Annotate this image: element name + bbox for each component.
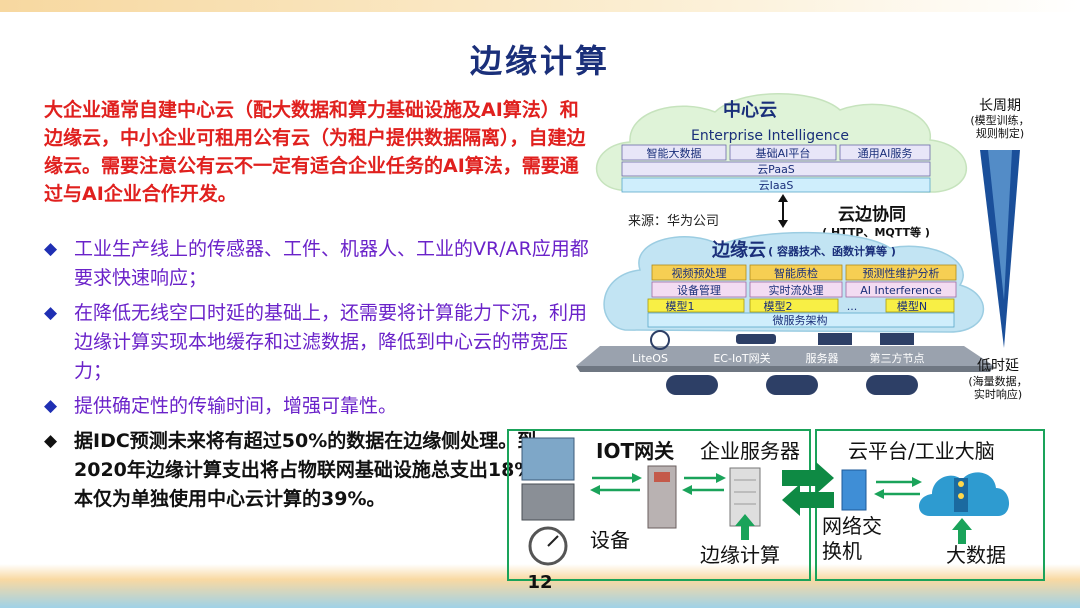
long-cycle-note: 规则制定) [976,126,1024,140]
latency-gradient-wedge [980,150,1020,348]
edge-mgmt-label: AI Interference [860,284,942,297]
iot-gateway-label: IOT网关 [596,439,674,463]
center-cloud-subtitle: Enterprise Intelligence [691,128,849,144]
enterprise-server-label: 企业服务器 [700,439,800,463]
sync-protocol: ( HTTP、MQTT等 ) [822,225,930,239]
tool-device-icon [766,375,818,395]
bullet-text: 据IDC预测未来将有超过50%的数据在边缘侧处理。到2020年边缘计算支出将占物… [74,430,572,510]
diamond-bullet-icon: ◆ [44,303,58,323]
edge-service-box [845,264,957,281]
network-switch-label: 网络交 [822,514,882,538]
model-box [885,298,955,313]
iaas-label: 云IaaS [759,179,794,192]
bullet-text: 工业生产线上的传感器、工件、机器人、工业的VR/AR应用都要求快速响应； [74,238,589,289]
model-ellipsis: ... [847,300,858,313]
center-cloud-title: 中心云 [723,99,777,121]
platform-label: 服务器 [806,352,839,365]
platform-label: 第三方节点 [870,351,925,365]
up-arrow-icon [735,514,755,540]
center-cloud-item: 通用AI服务 [858,147,913,160]
cloud-brain-icon [918,472,1010,516]
edge-cloud-note: ( 容器技术、函数计算等 ) [768,244,896,258]
center-cloud-box [839,144,931,161]
edge-cloud [603,231,985,333]
model-label: 模型1 [666,299,695,313]
microservice-label: 微服务架构 [773,313,828,327]
center-cloud-item: 智能大数据 [647,146,702,160]
edge-cloud-title: 边缘云 [711,240,766,261]
exchange-arrow-icon [782,462,834,516]
low-latency-title: 低时延 [977,358,1019,374]
low-latency-note: 实时响应) [974,387,1022,401]
bidirectional-arrow-icon [590,473,642,495]
edge-mgmt-box [845,281,957,298]
third-party-node-icon [880,333,914,345]
platform-label: LiteOS [632,352,668,365]
gauge-icon [528,526,568,566]
center-cloud-box [621,144,727,161]
sync-arrow-icon [778,220,788,228]
device-label: 设备 [590,528,630,552]
device-platform [576,346,994,366]
paas-label: 云PaaS [757,163,795,176]
bullet-item: ◆ 工业生产线上的传感器、工件、机器人、工业的VR/AR应用都要求快速响应； [44,235,589,293]
network-switch-label: 换机 [822,539,862,563]
bullet-text: 提供确定性的传输时间，增强可靠性。 [74,395,398,417]
cloud-brain-label: 云平台/工业大脑 [848,439,995,463]
model-label: 模型2 [764,299,793,313]
bidirectional-arrow-icon [874,477,922,499]
edge-mgmt-label: 设备管理 [677,283,721,297]
paas-box [621,161,931,177]
edge-service-box [651,264,747,281]
intro-paragraph: 大企业通常自建中心云（配大数据和算力基础设施及AI算法）和边缘云，中小企业可租用… [44,99,586,205]
edge-service-label: 智能质检 [774,266,818,280]
edge-service-box [749,264,843,281]
center-cloud-item: 基础AI平台 [756,146,811,160]
server-icon [818,333,852,345]
long-cycle-title: 长周期 [979,98,1021,114]
cloud-frame [815,429,1045,581]
page-number: 12 [527,572,553,593]
enterprise-server-icon [729,467,761,527]
platform-label: EC-IoT网关 [713,351,770,365]
robot-device-icon [866,375,918,395]
model-box [647,298,745,313]
edge-service-label: 预测性维护分析 [863,266,940,280]
network-switch-icon [841,469,867,511]
source-label: 来源：华为公司 [628,214,719,229]
bidirectional-arrow-icon [682,473,726,495]
top-gradient-band [0,0,1080,12]
liteos-icon [650,330,670,350]
low-latency-note: (海量数据， [968,374,1027,388]
slide-title: 边缘计算 [469,42,610,80]
diamond-bullet-icon: ◆ [44,431,58,451]
bullet-list: ◆ 工业生产线上的传感器、工件、机器人、工业的VR/AR应用都要求快速响应； ◆ 在… [44,235,589,520]
center-cloud-box [729,144,837,161]
diamond-bullet-icon: ◆ [44,239,58,259]
edge-mgmt-box [651,281,747,298]
iot-gateway-icon [647,465,677,529]
edge-service-label: 视频预处理 [672,266,727,280]
microservice-box [647,312,955,328]
bullet-item: ◆ 提供确定性的传输时间，增强可靠性。 [44,392,589,421]
edge-mgmt-box [749,281,843,298]
long-cycle-note: (模型训练， [970,113,1029,127]
sync-arrow-icon [778,194,788,202]
sync-title: 云边协同 [838,204,906,225]
bullet-item: ◆ 据IDC预测未来将有超过50%的数据在边缘侧处理。到2020年边缘计算支出将占… [44,427,589,514]
diamond-bullet-icon: ◆ [44,396,58,416]
device-platform-edge [576,366,994,372]
center-cloud [595,93,967,193]
edge-mgmt-label: 实时流处理 [769,283,824,297]
model-box [749,298,839,313]
car-device-icon [666,375,718,395]
bullet-text: 在降低无线空口时延的基础上，还需要将计算能力下沉，利用边缘计算实现本地缓存和过滤… [74,302,588,382]
up-arrow-icon [952,518,972,544]
gateway-icon [736,334,776,344]
model-label: 模型N [897,299,927,313]
iaas-box [621,177,931,193]
bullet-item: ◆ 在降低无线空口时延的基础上，还需要将计算能力下沉，利用边缘计算实现本地缓存和过… [44,299,589,386]
